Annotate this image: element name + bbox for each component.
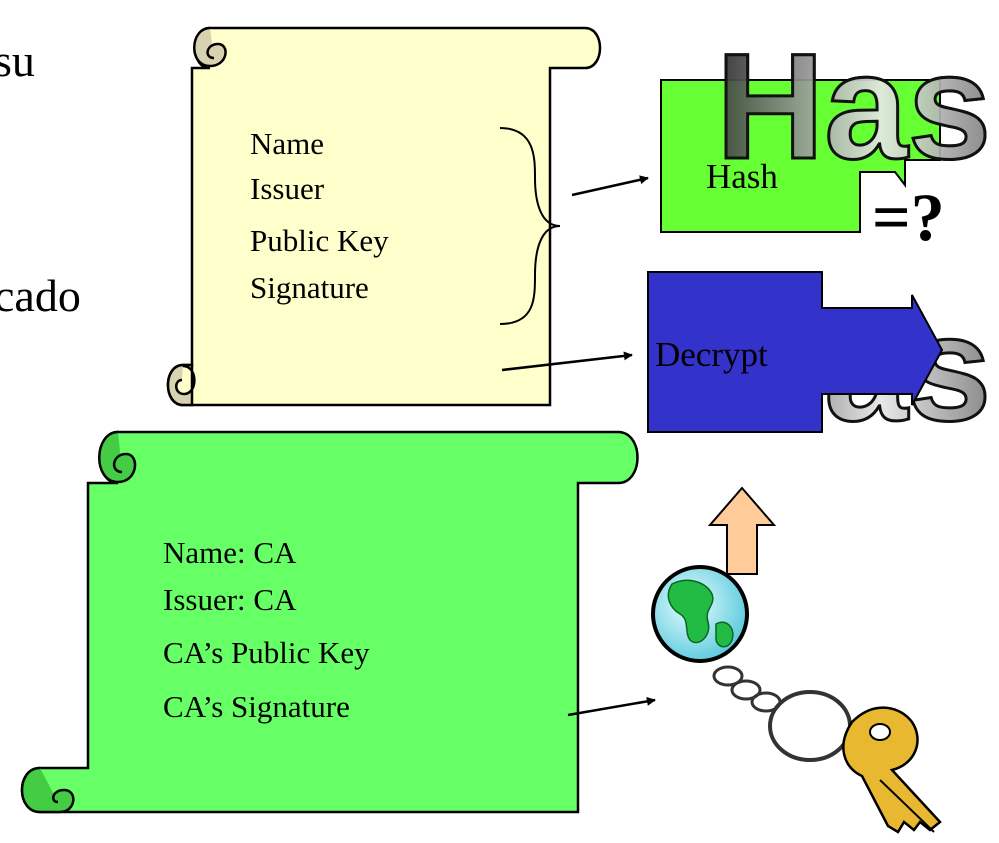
ca-field-signature: CA’s Signature bbox=[163, 689, 350, 724]
hash-box: Hash bbox=[660, 79, 941, 233]
slide-text-line-1: su bbox=[0, 35, 35, 86]
decrypt-box-label: Decrypt bbox=[655, 335, 768, 374]
key-icon bbox=[712, 665, 942, 834]
certificate-field-issuer: Issuer bbox=[250, 171, 325, 206]
arrow-to-hash bbox=[571, 175, 649, 197]
certificate-field-name: Name bbox=[250, 126, 324, 161]
wordart-hash-top-overlay: Hash bbox=[716, 22, 999, 190]
hash-box-label: Hash bbox=[706, 157, 778, 196]
arrow-to-decrypt bbox=[501, 351, 633, 372]
arrow-to-key bbox=[567, 696, 656, 717]
ca-field-name: Name: CA bbox=[163, 535, 297, 570]
up-arrow-icon bbox=[707, 486, 777, 575]
ca-certificate-scroll: Name: CA Issuer: CA CA’s Public Key CA’s… bbox=[20, 430, 639, 814]
certificate-field-signature: Signature bbox=[250, 270, 369, 305]
field-brace bbox=[499, 127, 561, 325]
decrypt-box: Decrypt bbox=[647, 271, 944, 433]
certificate-field-public-key: Public Key bbox=[250, 223, 389, 258]
slide-text-line-2: cado bbox=[0, 270, 81, 321]
compare-label: =? bbox=[872, 179, 945, 255]
ca-field-public-key: CA’s Public Key bbox=[163, 635, 370, 670]
certificate-scroll: Name Issuer Public Key Signature bbox=[166, 26, 602, 407]
globe-icon bbox=[651, 565, 749, 663]
ca-field-issuer: Issuer: CA bbox=[163, 582, 297, 617]
